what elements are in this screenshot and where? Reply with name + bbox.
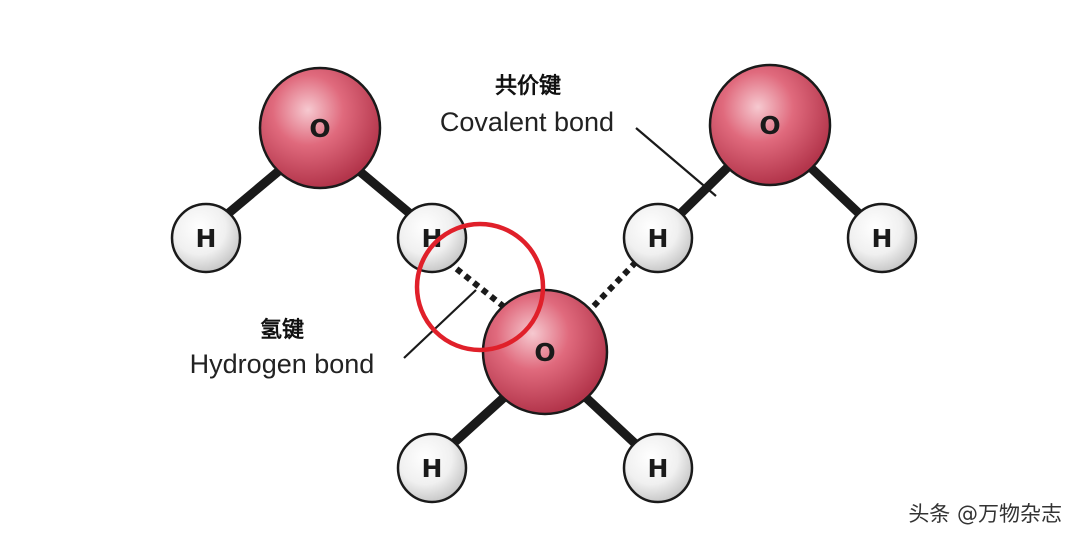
hydrogen-label-center-1: H <box>422 454 443 483</box>
oxygen-atom-right <box>708 63 832 187</box>
hydrogen-atom-left-2 <box>396 202 468 274</box>
hydrogen-atom-right-1 <box>622 202 694 274</box>
hydrogen-bond-left <box>446 259 510 313</box>
hydrogen-label-left-2: H <box>422 224 443 253</box>
covalent-bond-label-en: Covalent bond <box>440 107 614 137</box>
hydrogen-bond-label-cn: 氢键 <box>260 317 304 343</box>
atom-letters: O O O H H H H H H <box>196 111 893 483</box>
bond-center-o-h1 <box>441 387 515 455</box>
bond-center-o-h2 <box>575 387 647 455</box>
oxygen-atom-left <box>258 66 382 190</box>
oxygen-label-left: O <box>309 114 330 143</box>
hydrogen-atom-center-1 <box>396 432 468 504</box>
hydrogen-bond-label-en: Hydrogen bond <box>190 349 375 379</box>
hydrogen-atoms <box>170 202 918 504</box>
hydrogen-label-center-2: H <box>648 454 669 483</box>
hydrogen-label-left-1: H <box>196 224 217 253</box>
hydrogen-atom-left-1 <box>170 202 242 274</box>
covalent-pointer-line <box>635 127 717 197</box>
hydrogen-bond-right <box>585 259 639 315</box>
hydrogen-pointer-line <box>403 289 477 359</box>
hydrogen-atom-right-2 <box>846 202 918 274</box>
covalent-bond-label-cn: 共价键 <box>495 73 561 99</box>
hydrogen-bond-highlight-circle <box>414 221 546 353</box>
pointer-lines <box>403 127 717 359</box>
watermark: 头条 @万物杂志 <box>908 502 1062 526</box>
oxygen-label-center: O <box>534 338 555 367</box>
hydrogen-atom-center-2 <box>622 432 694 504</box>
hydrogen-label-right-1: H <box>648 224 669 253</box>
oxygen-label-right: O <box>759 111 780 140</box>
oxygen-atoms <box>258 63 832 416</box>
hydrogen-bonds <box>446 259 639 315</box>
hydrogen-label-right-2: H <box>872 224 893 253</box>
